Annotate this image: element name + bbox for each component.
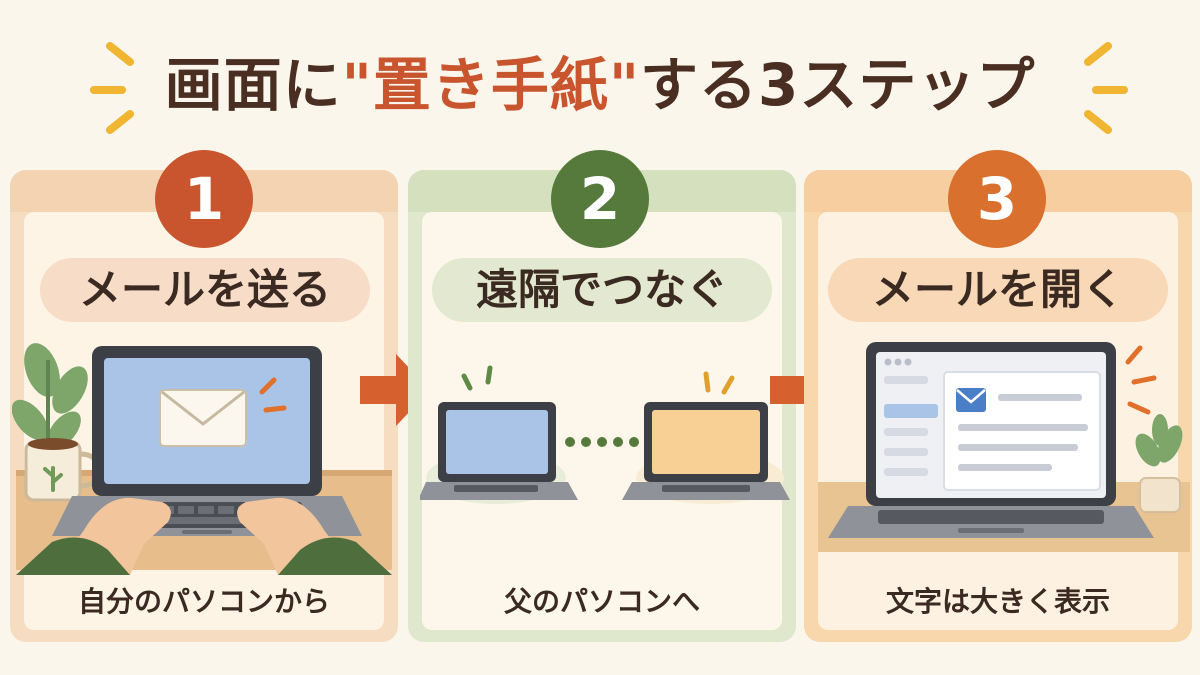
- laptop-typing-email-icon: [12, 343, 392, 575]
- step-number-2: 2: [551, 150, 649, 248]
- step-label-3: メールを開く: [828, 258, 1168, 322]
- step-label-1: メールを送る: [40, 258, 370, 322]
- step-label-2: 遠隔でつなぐ: [432, 258, 772, 322]
- step-number-3: 3: [948, 150, 1046, 248]
- page-title: 画面に"置き手紙"する3ステップ: [0, 40, 1200, 130]
- two-laptops-connected-icon: [420, 365, 790, 504]
- step-number-1: 1: [155, 150, 253, 248]
- step-caption-2: 父のパソコンへ: [503, 585, 700, 618]
- title-part1: 画面に: [164, 51, 342, 119]
- title-accent: "置き手紙": [341, 51, 641, 119]
- step-caption-1: 自分のパソコンから: [77, 585, 330, 618]
- sparkle-right-icon: [1084, 42, 1128, 134]
- step-caption-3: 文字は大きく表示: [885, 585, 1110, 618]
- laptop-open-email-icon: [818, 342, 1190, 552]
- sparkle-left-icon: [90, 42, 134, 134]
- title-part2: する3ステップ: [640, 51, 1036, 119]
